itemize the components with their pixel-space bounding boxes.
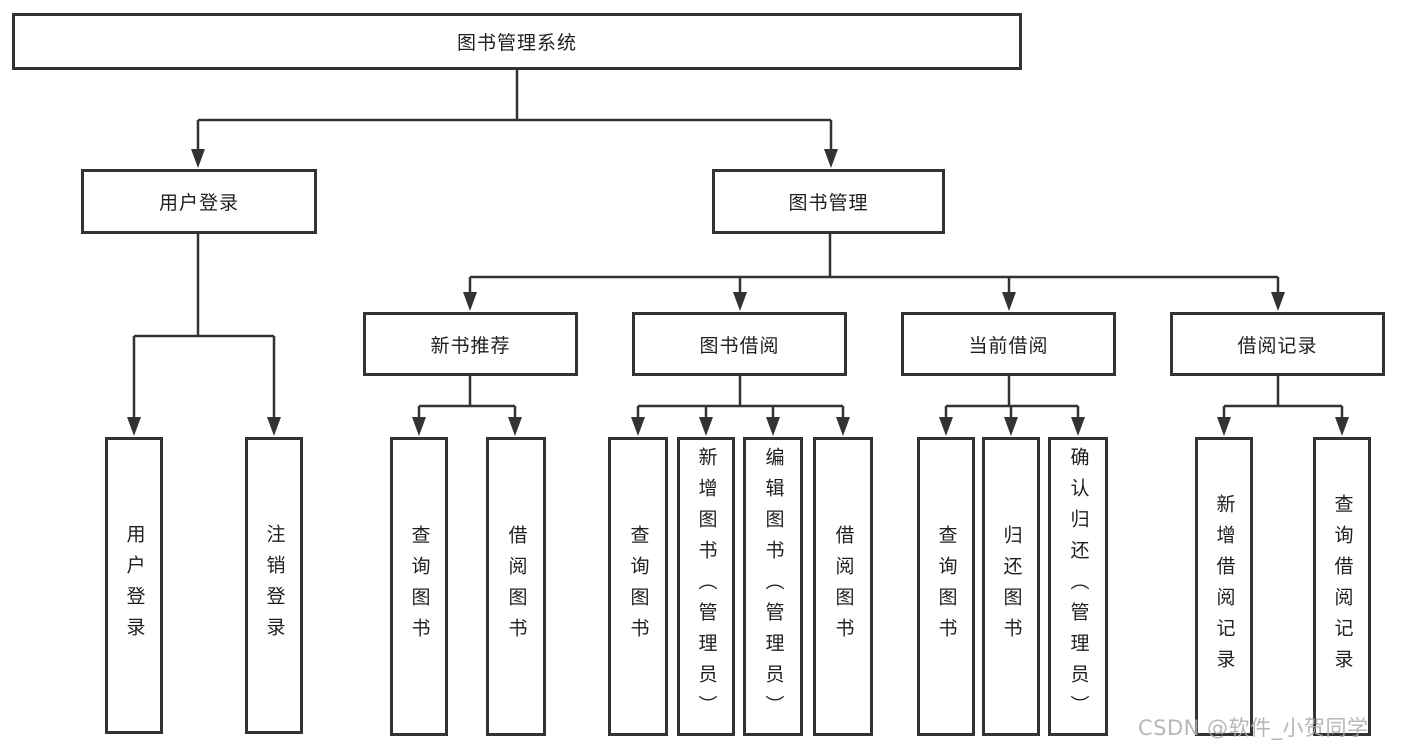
arrowhead-icon xyxy=(1335,417,1349,436)
leaf-user-login: 用户登录 xyxy=(105,437,163,734)
node-label: 图书管理系统 xyxy=(456,32,577,54)
leaf-add-borrow-record: 新增借阅记录 xyxy=(1195,437,1253,736)
node-label: 借阅图书 xyxy=(832,524,855,649)
node-label: 用户登录 xyxy=(158,192,239,214)
arrowhead-icon xyxy=(267,417,281,436)
node-book-borrowing: 图书借阅 xyxy=(632,312,847,376)
connector-path xyxy=(132,69,1344,418)
node-label: 图书借阅 xyxy=(699,334,780,357)
arrowheads xyxy=(127,149,1349,436)
arrowhead-icon xyxy=(1071,417,1085,436)
node-current-borrowing: 当前借阅 xyxy=(901,312,1116,376)
arrowhead-icon xyxy=(939,417,953,436)
node-label: 图书管理 xyxy=(788,192,869,214)
leaf-query-books-borrow: 查询图书 xyxy=(608,437,668,736)
arrowhead-icon xyxy=(836,417,850,436)
node-label: 查询图书 xyxy=(935,524,958,649)
arrowhead-icon xyxy=(191,149,205,168)
leaf-edit-book-admin: 编辑图书（管理员） xyxy=(743,437,803,736)
node-label: 编辑图书（管理员） xyxy=(762,447,785,726)
arrowhead-icon xyxy=(127,417,141,436)
node-label: 查询图书 xyxy=(408,524,431,649)
node-label: 查询图书 xyxy=(627,524,650,649)
node-user-login: 用户登录 xyxy=(81,169,317,234)
node-label: 注销登录 xyxy=(263,523,286,648)
leaf-logout: 注销登录 xyxy=(245,437,303,734)
node-borrowing-records: 借阅记录 xyxy=(1170,312,1385,376)
arrowhead-icon xyxy=(463,292,477,311)
arrowhead-icon xyxy=(1004,417,1018,436)
node-label: 新书推荐 xyxy=(430,334,511,357)
arrowhead-icon xyxy=(1217,417,1231,436)
node-library-management-system: 图书管理系统 xyxy=(12,13,1022,70)
leaf-borrow-books-borrow: 借阅图书 xyxy=(813,437,873,736)
node-label: 确认归还（管理员） xyxy=(1067,447,1090,726)
arrowhead-icon xyxy=(1271,292,1285,311)
leaf-borrow-books-recommend: 借阅图书 xyxy=(486,437,546,736)
node-label: 新增借阅记录 xyxy=(1213,493,1236,680)
arrowhead-icon xyxy=(508,417,522,436)
node-label: 用户登录 xyxy=(123,523,146,648)
arrowhead-icon xyxy=(824,149,838,168)
node-label: 新增图书（管理员） xyxy=(695,447,718,726)
arrowhead-icon xyxy=(766,417,780,436)
arrowhead-icon xyxy=(1002,292,1016,311)
csdn-watermark: CSDN @软件_小贺同学 xyxy=(1138,716,1369,740)
node-book-management: 图书管理 xyxy=(712,169,945,234)
node-label: 查询借阅记录 xyxy=(1331,493,1354,680)
arrowhead-icon xyxy=(733,292,747,311)
arrowhead-icon xyxy=(412,417,426,436)
leaf-confirm-return-admin: 确认归还（管理员） xyxy=(1048,437,1108,736)
leaf-query-books-current: 查询图书 xyxy=(917,437,975,736)
leaf-query-books-recommend: 查询图书 xyxy=(390,437,448,736)
leaf-add-book-admin: 新增图书（管理员） xyxy=(677,437,735,736)
node-new-book-recommendation: 新书推荐 xyxy=(363,312,578,376)
leaf-return-book: 归还图书 xyxy=(982,437,1040,736)
arrowhead-icon xyxy=(631,417,645,436)
leaf-query-borrow-record: 查询借阅记录 xyxy=(1313,437,1371,736)
node-label: 借阅图书 xyxy=(505,524,528,649)
arrowhead-icon xyxy=(699,417,713,436)
node-label: 借阅记录 xyxy=(1237,334,1318,357)
node-label: 当前借阅 xyxy=(968,334,1049,357)
node-label: 归还图书 xyxy=(1000,524,1023,649)
